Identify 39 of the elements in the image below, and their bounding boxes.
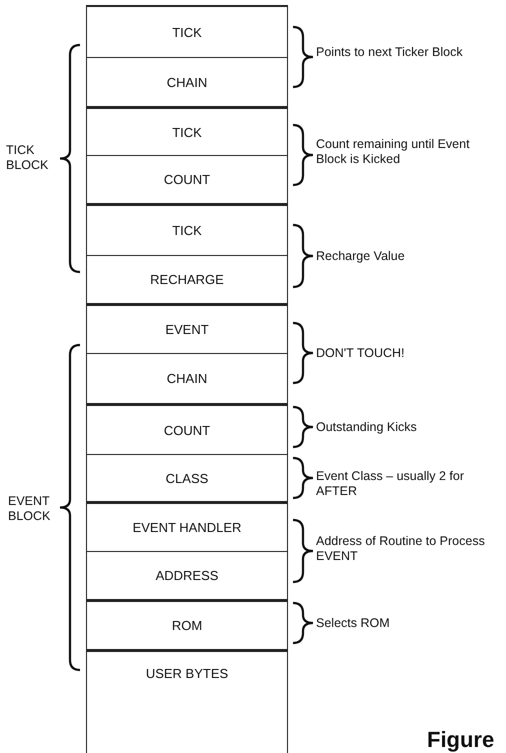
field-name: TICK (172, 124, 202, 140)
memory-field (86, 599, 288, 650)
memory-field (86, 454, 288, 502)
field-note: Selects ROM (316, 616, 391, 631)
field-note: Recharge Value (316, 249, 406, 264)
field-note: Address of Routine to Process EVENT (316, 534, 486, 564)
field-name: CHAIN (166, 371, 208, 386)
field-name: EVENT (165, 322, 209, 337)
field-note: Points to next Ticker Block (316, 45, 464, 60)
memory-field (86, 155, 288, 204)
field-name: ROM (172, 618, 202, 633)
field-name: TICK (172, 223, 202, 238)
field-note: DON'T TOUCH! (316, 346, 406, 361)
memory-field (86, 303, 288, 354)
field-name: CHAIN (166, 74, 208, 90)
field-name: CLASS (166, 470, 208, 486)
block-label: EVENT BLOCK (8, 494, 52, 524)
field-name: ADDRESS (156, 568, 218, 583)
memory-field (86, 106, 288, 156)
memory-field (86, 551, 288, 600)
memory-field (86, 203, 288, 256)
memory-field (86, 255, 288, 304)
memory-field (86, 649, 288, 753)
field-note: Event Class – usually 2 for AFTER (316, 469, 465, 499)
memory-field (86, 57, 288, 107)
field-name: RECHARGE (150, 272, 224, 287)
memory-field (86, 403, 288, 455)
field-name: TICK (172, 24, 202, 40)
figure-caption: Figure (427, 727, 496, 753)
field-name: COUNT (164, 422, 210, 438)
memory-field (86, 5, 288, 58)
field-note: Outstanding Kicks (316, 420, 418, 435)
field-name: EVENT HANDLER (132, 520, 242, 535)
block-label: TICK BLOCK (6, 143, 50, 173)
field-name: COUNT (164, 172, 210, 187)
memory-field (86, 353, 288, 404)
memory-field (86, 501, 288, 552)
field-note: Count remaining until Event Block is Kicked (316, 137, 471, 167)
field-name: USER BYTES (146, 666, 228, 681)
